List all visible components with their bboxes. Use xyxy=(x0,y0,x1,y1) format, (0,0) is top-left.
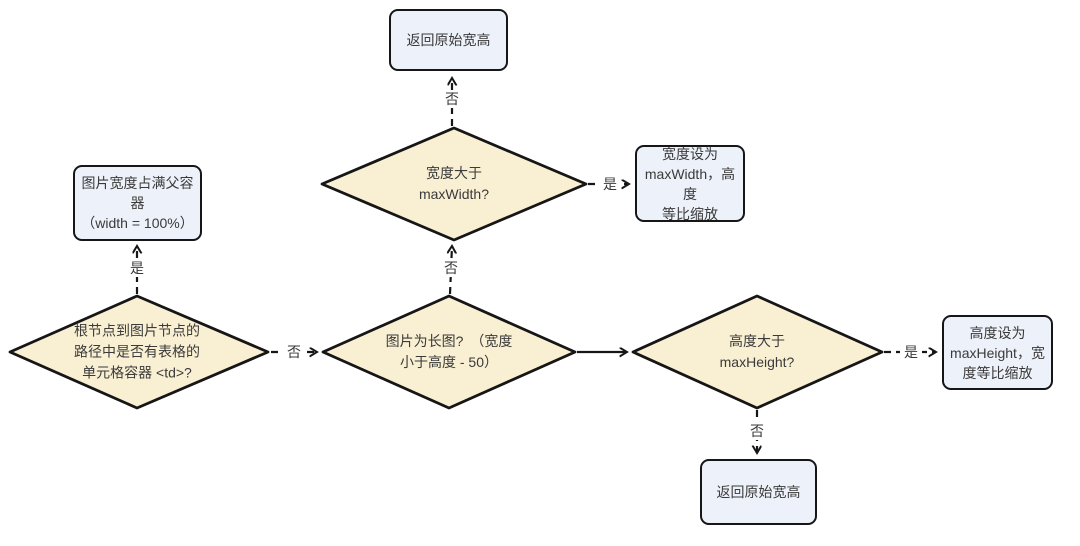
decision-width-gt-maxwidth-label: 宽度大于 maxWidth? xyxy=(418,165,490,202)
decision-shape-td-in-path xyxy=(8,294,270,410)
edge-label-no-top: 否 xyxy=(441,90,463,108)
decision-shape-width-gt-maxwidth xyxy=(320,126,588,242)
edge-label-no-mid: 否 xyxy=(440,259,462,277)
edge-label-no-left: 否 xyxy=(283,343,305,361)
edge-label-yes-top-right: 是 xyxy=(599,175,621,193)
process-return-original-top: 返回原始宽高 xyxy=(389,9,508,71)
decision-shape-height-gt-maxheight xyxy=(631,294,884,410)
decision-long-image-label: 图片为长图? （宽度 小于高度 - 50） xyxy=(385,333,513,370)
process-set-width-maxwidth: 宽度设为 maxWidth，高度 等比缩放 xyxy=(635,145,745,222)
edge-label-no-bottom: 否 xyxy=(746,422,768,440)
decision-td-in-path-label: 根节点到图片节点的 路径中是否有表格的 单元格容器 <td>? xyxy=(74,322,200,381)
decision-shape-long-image xyxy=(321,294,577,410)
process-return-original-bottom: 返回原始宽高 xyxy=(700,459,817,525)
process-image-full-width: 图片宽度占满父容器 （width = 100%） xyxy=(73,165,202,241)
decision-height-gt-maxheight-label: 高度大于 maxHeight? xyxy=(719,333,795,370)
edge-label-yes-right: 是 xyxy=(900,343,922,361)
edge-label-yes-left: 是 xyxy=(126,259,148,277)
process-set-height-maxheight: 高度设为 maxHeight，宽 度等比缩放 xyxy=(942,315,1053,390)
